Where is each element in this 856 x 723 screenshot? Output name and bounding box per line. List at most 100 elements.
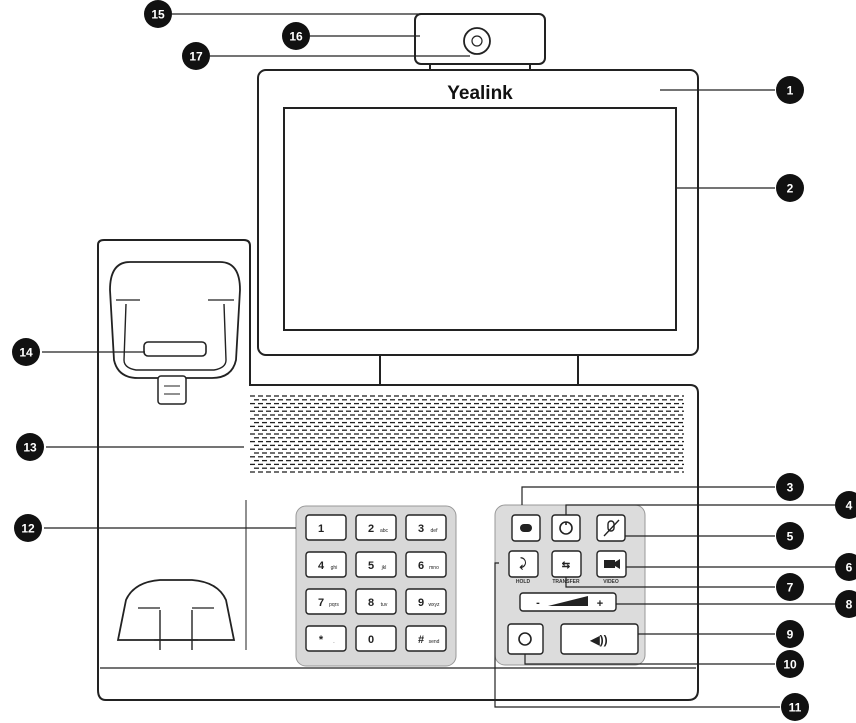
keypad-key-sub: mno xyxy=(429,565,439,571)
callout-badge: 17 xyxy=(182,42,210,70)
callout-badge: 3 xyxy=(776,473,804,501)
callout-number: 10 xyxy=(783,658,797,672)
redial-key[interactable] xyxy=(507,623,544,655)
keypad-key-main: 2 xyxy=(368,523,374,535)
volume-key[interactable]: - + xyxy=(519,592,617,612)
keypad-key[interactable]: 6 mno xyxy=(405,551,447,578)
callout-number: 2 xyxy=(787,182,794,196)
callout-badge: 9 xyxy=(776,620,804,648)
speaker-icon: ◀)) xyxy=(589,633,607,647)
callout-number: 4 xyxy=(846,499,853,513)
transfer-icon: ⇆ xyxy=(562,560,571,571)
volume-plus: + xyxy=(597,598,603,610)
keypad-key[interactable]: 0 xyxy=(355,625,397,652)
keypad-key-main: 1 xyxy=(318,523,324,535)
callout-badge: 7 xyxy=(776,573,804,601)
callout-number: 12 xyxy=(21,522,35,536)
callout-number: 16 xyxy=(289,30,303,44)
callout-badge: 14 xyxy=(12,338,40,366)
keypad-key-sub: ghi xyxy=(331,565,338,571)
speaker-grille xyxy=(244,392,688,476)
keypad-key-sub: abc xyxy=(380,528,389,534)
keypad-key[interactable]: 1 xyxy=(305,514,347,541)
keypad-key-main: 9 xyxy=(418,597,424,609)
keypad-key-sub: tuv xyxy=(381,602,388,608)
keypad-key[interactable]: 8 tuv xyxy=(355,588,397,615)
hold-key[interactable]: ⤸ HOLD xyxy=(508,550,539,585)
keypad-key[interactable]: 2 abc xyxy=(355,514,397,541)
keypad-key[interactable]: 3 def xyxy=(405,514,447,541)
keypad-key-sub: send xyxy=(429,639,440,645)
hold-label: HOLD xyxy=(516,579,531,585)
headset-key[interactable] xyxy=(511,514,541,542)
keypad-key-main: * xyxy=(319,634,324,646)
callout-leaders xyxy=(42,13,835,708)
volume-ramp-icon xyxy=(548,596,588,606)
keypad-key-sub: wxyz xyxy=(428,602,440,608)
video-label: VIDEO xyxy=(603,579,619,585)
callout-number: 7 xyxy=(787,581,794,595)
callout-badge: 8 xyxy=(835,590,856,618)
callout-number: 9 xyxy=(787,628,794,642)
callout-badge: 15 xyxy=(144,0,172,28)
hold-icon: ⤸ xyxy=(519,556,527,571)
callout-number: 3 xyxy=(787,481,794,495)
hookswitch[interactable] xyxy=(109,261,241,405)
callout-number: 6 xyxy=(846,561,853,575)
speakerphone-key[interactable]: ◀)) xyxy=(560,623,639,655)
keypad-key-main: 5 xyxy=(368,560,374,572)
callout-badge: 12 xyxy=(14,514,42,542)
keypad-key-main: 4 xyxy=(318,560,325,572)
headset-icon xyxy=(520,524,532,532)
screen-bezel: Yealink xyxy=(257,69,699,385)
keypad-key-main: 6 xyxy=(418,560,424,572)
keypad-key-main: 0 xyxy=(368,634,374,646)
callout-number: 13 xyxy=(23,441,37,455)
keypad-key[interactable]: 4 ghi xyxy=(305,551,347,578)
callout-badge: 11 xyxy=(781,693,809,721)
keypad-key[interactable]: 9 wxyz xyxy=(405,588,447,615)
callout-number: 11 xyxy=(789,701,802,715)
keypad-key-sub: pqrs xyxy=(329,602,339,608)
keypad-key[interactable]: 5 jkl xyxy=(355,551,397,578)
message-key[interactable] xyxy=(551,514,581,542)
keypad-key-sub: . xyxy=(333,639,334,645)
callout-badge: 4 xyxy=(835,491,856,519)
keypad-key[interactable]: # send xyxy=(405,625,447,652)
redial-icon xyxy=(518,632,532,646)
keypad-key-main: 8 xyxy=(368,597,374,609)
camera-lens-icon xyxy=(463,27,491,55)
camera-module xyxy=(414,13,546,70)
handset-rest xyxy=(116,579,236,650)
keypad-key-sub: jkl xyxy=(381,565,387,571)
touch-screen[interactable] xyxy=(283,107,677,331)
callout-badge: 1 xyxy=(776,76,804,104)
callout-number: 15 xyxy=(151,8,165,22)
video-camera-icon xyxy=(604,560,615,568)
callout-badge: 5 xyxy=(776,522,804,550)
keypad-key[interactable]: *. xyxy=(305,625,347,652)
callout-number: 17 xyxy=(189,50,203,64)
volume-minus: - xyxy=(536,597,540,609)
keypad-key-sub: def xyxy=(431,528,439,534)
callout-badge: 6 xyxy=(835,553,856,581)
brand-logo: Yealink xyxy=(447,83,513,104)
callout-badge: 13 xyxy=(16,433,44,461)
keypad-key-main: 3 xyxy=(418,523,424,535)
callout-number: 8 xyxy=(846,598,853,612)
callout-badge: 16 xyxy=(282,22,310,50)
video-key[interactable]: VIDEO xyxy=(596,550,627,585)
callout-number: 5 xyxy=(787,530,794,544)
callout-number: 14 xyxy=(19,346,33,360)
reversible-tab[interactable] xyxy=(143,341,207,357)
mute-key[interactable] xyxy=(596,514,626,542)
keypad-key-main: # xyxy=(418,634,424,646)
function-keys-panel: ⤸ HOLD ⇆ TRANSFER VIDEO - + ◀)) xyxy=(494,504,646,666)
callout-number: 1 xyxy=(787,84,794,98)
callout-badge: 2 xyxy=(776,174,804,202)
